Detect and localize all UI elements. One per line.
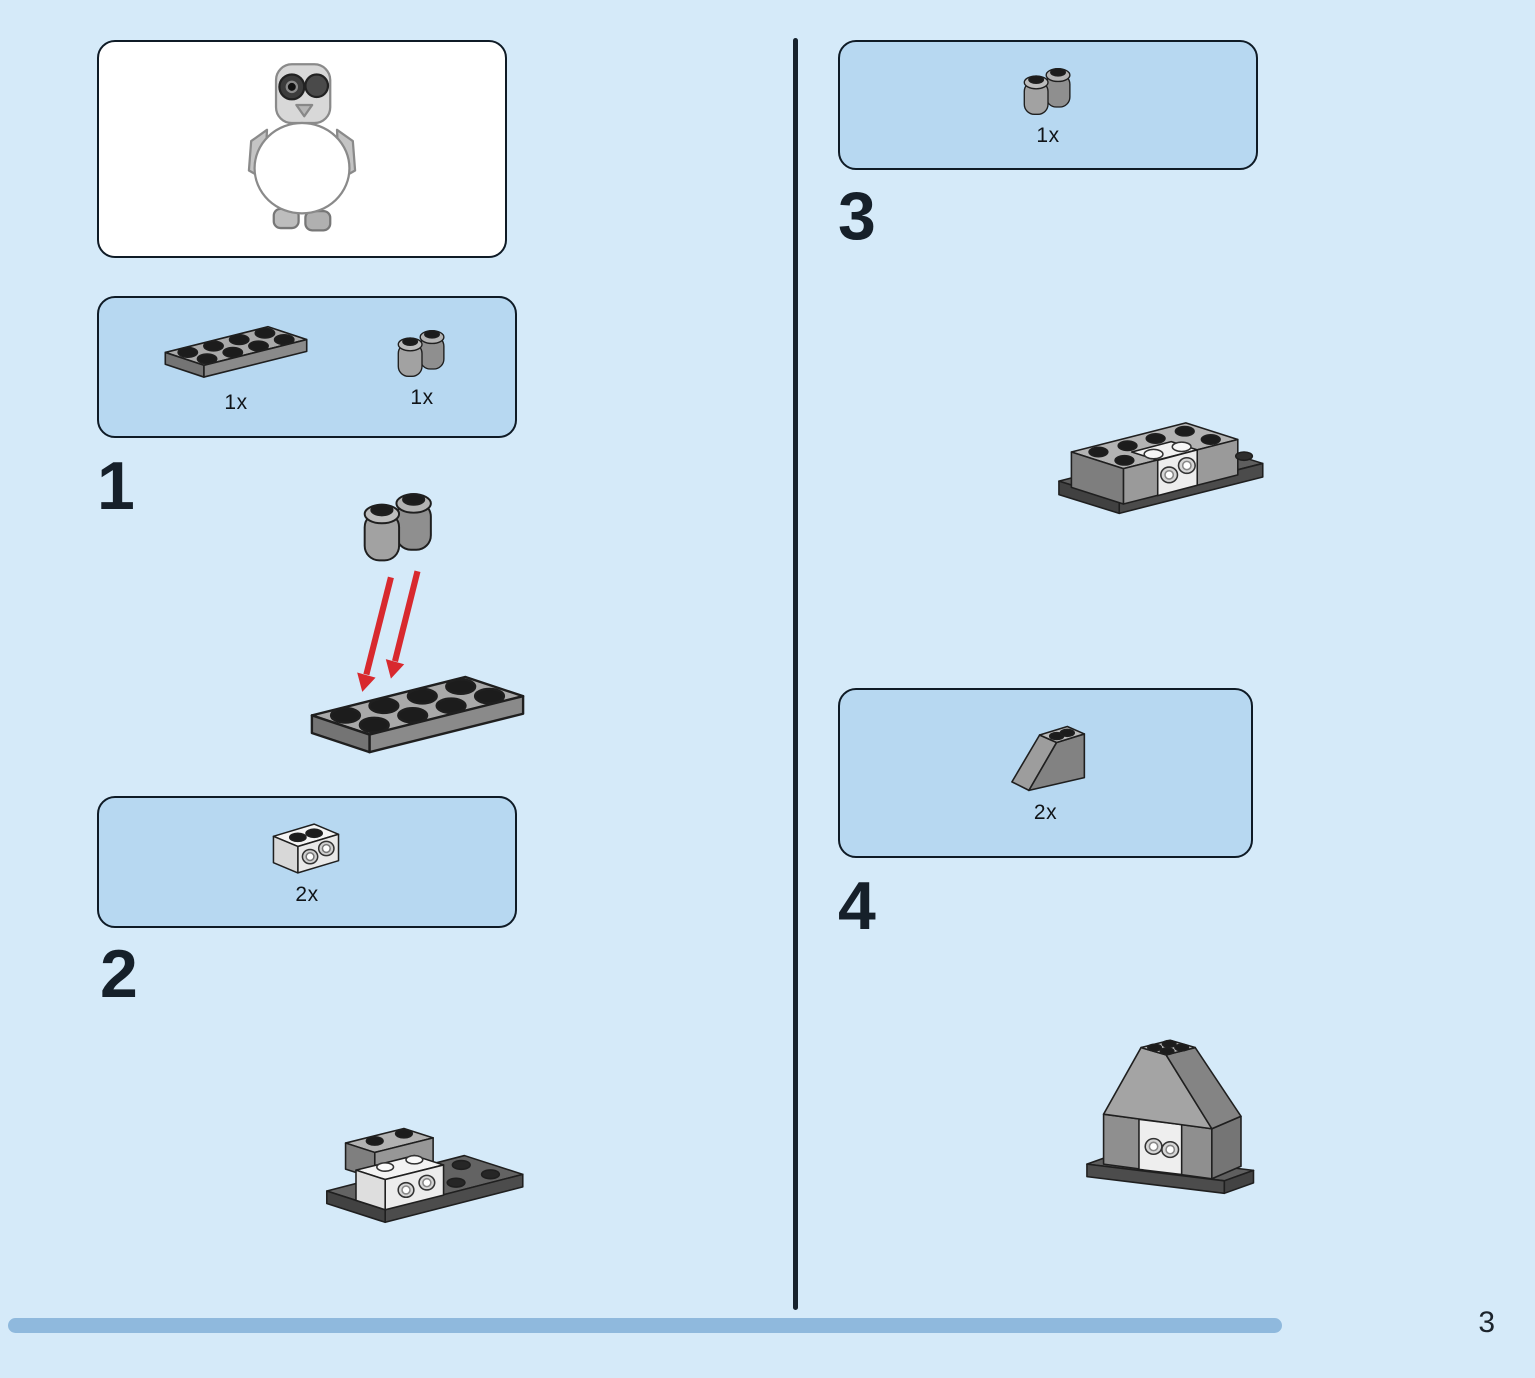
part-count-label: 1x xyxy=(410,385,434,409)
plate-2x4-icon xyxy=(164,325,308,378)
part-plate-2x4: 1x xyxy=(161,320,311,415)
step-2-assembly-illustration xyxy=(326,1127,524,1224)
model-preview-box xyxy=(97,40,507,258)
part-count-label: 1x xyxy=(1036,123,1060,147)
part-count-label: 1x xyxy=(224,390,248,414)
step-2-number: 2 xyxy=(100,936,138,1012)
step-1-number: 1 xyxy=(97,448,135,524)
part-count-label: 2x xyxy=(1033,800,1058,824)
parts-callout-step-3: 1x xyxy=(838,40,1258,170)
parts-callout-step-4: 2x xyxy=(838,688,1253,858)
step-3-number: 3 xyxy=(838,178,876,254)
progress-bar xyxy=(8,1318,1282,1333)
part-count-label: 2x xyxy=(295,882,319,906)
penguin-model-illustration xyxy=(247,63,357,232)
part-curved-brick: 1x xyxy=(1017,63,1079,148)
step-3-assembly-illustration xyxy=(1058,422,1264,515)
parts-callout-step-2: 2x xyxy=(97,796,517,928)
curved-brick-icon xyxy=(1023,67,1071,115)
step-4-number: 4 xyxy=(838,868,876,944)
side-stud-brick-icon xyxy=(272,822,340,874)
step-1-assembly-illustration xyxy=(305,485,530,772)
part-slope-brick: 2x xyxy=(997,722,1095,825)
part-curved-brick: 1x xyxy=(391,325,453,410)
parts-callout-step-1: 1x 1x xyxy=(97,296,517,438)
part-side-stud-brick: 2x xyxy=(263,818,351,907)
slope-brick-icon xyxy=(1010,725,1085,791)
column-divider xyxy=(793,38,798,1310)
step-4-assembly-illustration xyxy=(1086,1039,1255,1195)
page-number: 3 xyxy=(1478,1306,1495,1339)
curved-brick-icon xyxy=(397,329,445,377)
